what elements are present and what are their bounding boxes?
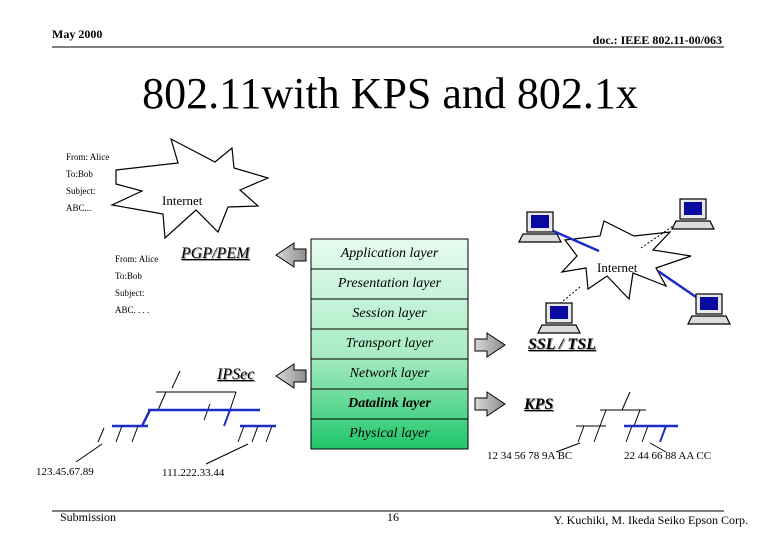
- layer-application: Application layer: [340, 246, 439, 261]
- email-from: From: Alice: [115, 254, 159, 264]
- arrow-right-icon: [474, 332, 506, 358]
- layer-session: Session layer: [352, 306, 427, 321]
- osi-layer-stack: [310, 238, 469, 450]
- computer-icon: [687, 293, 731, 325]
- internet-cloud-right: [560, 220, 692, 301]
- link-pc2: [640, 223, 677, 249]
- computer-icon: [671, 198, 715, 230]
- header-date: May 2000: [52, 27, 103, 41]
- network-tree-right: [555, 391, 678, 453]
- email-subject: Subject:: [66, 186, 96, 196]
- arrow-left-icon: [275, 242, 307, 268]
- arrow-right-icon: [474, 391, 506, 417]
- network-tree-left: [75, 370, 276, 465]
- email-to: To:Bob: [66, 169, 93, 179]
- computer-icon: [537, 302, 581, 334]
- protocol-ipsec: IPSec: [217, 366, 255, 383]
- footer-submission: Submission: [60, 510, 117, 524]
- slide-title: 802.11with KPS and 802.1x: [142, 69, 638, 118]
- email-subject: Subject:: [115, 288, 145, 298]
- footer-page-number: 16: [387, 510, 399, 524]
- email-from: From: Alice: [66, 152, 110, 162]
- layer-transport: Transport layer: [345, 336, 434, 351]
- email-body: ABC. . . .: [115, 305, 150, 315]
- internet-cloud-left: [110, 137, 270, 240]
- link-pc3: [657, 269, 697, 299]
- header-doc-id: doc.: IEEE 802.11-00/063: [592, 33, 722, 47]
- email-note-top: From: Alice To:Bob Subject: ABC...: [66, 149, 109, 217]
- computer-icon: [518, 211, 562, 243]
- email-to: To:Bob: [115, 271, 142, 281]
- protocol-pgp-pem: PGP/PEM: [181, 245, 250, 262]
- arrow-left-icon: [275, 363, 307, 389]
- ip-address-right: 111.222.33.44: [162, 467, 225, 479]
- protocol-kps: KPS: [524, 396, 554, 413]
- internet-label-right: Internet: [597, 260, 638, 275]
- internet-label-left: Internet: [162, 193, 203, 208]
- mac-address-right: 22 44 66 88 AA CC: [624, 450, 712, 462]
- protocol-ssl-tsl: SSL / TSL: [528, 336, 596, 353]
- email-body: ABC...: [66, 203, 92, 213]
- mac-address-left: 12 34 56 78 9A BC: [487, 450, 573, 462]
- layer-physical: Physical layer: [349, 426, 430, 441]
- email-note-middle: From: Alice To:Bob Subject: ABC. . . .: [115, 251, 158, 319]
- footer-authors: Y. Kuchiki, M. Ikeda Seiko Epson Corp.: [553, 513, 748, 527]
- layer-network: Network layer: [349, 366, 430, 381]
- layer-presentation: Presentation layer: [337, 276, 442, 291]
- link-pc1: [550, 228, 600, 253]
- ip-address-left: 123.45.67.89: [36, 466, 94, 478]
- layer-datalink: Datalink layer: [348, 396, 431, 411]
